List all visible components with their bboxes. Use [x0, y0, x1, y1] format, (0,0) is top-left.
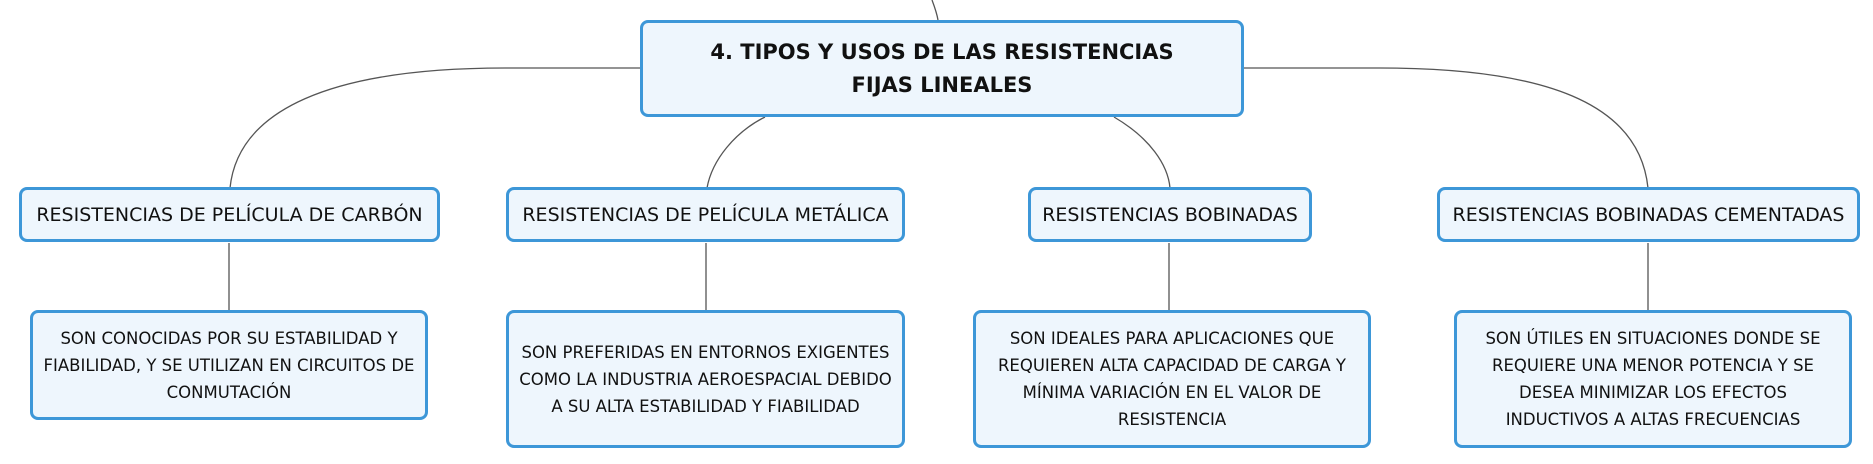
branch-cemented-wirewound[interactable]: RESISTENCIAS BOBINADAS CEMENTADAS	[1437, 187, 1860, 242]
branch-metal-film[interactable]: RESISTENCIAS DE PELÍCULA METÁLICA	[506, 187, 905, 242]
detail-text: SON ÚTILES EN SITUACIONES DONDE SE REQUI…	[1485, 329, 1821, 429]
branch-label: RESISTENCIAS BOBINADAS CEMENTADAS	[1452, 203, 1845, 226]
detail-text: SON PREFERIDAS EN ENTORNOS EXIGENTES COM…	[519, 342, 892, 416]
detail-text: SON CONOCIDAS POR SU ESTABILIDAD Y FIABI…	[43, 328, 415, 402]
central-topic-label: 4. TIPOS Y USOS DE LAS RESISTENCIAS FIJA…	[710, 39, 1174, 97]
detail-cemented-wirewound[interactable]: SON ÚTILES EN SITUACIONES DONDE SE REQUI…	[1454, 310, 1852, 448]
detail-metal-film[interactable]: SON PREFERIDAS EN ENTORNOS EXIGENTES COM…	[506, 310, 905, 448]
detail-text: SON IDEALES PARA APLICACIONES QUE REQUIE…	[997, 329, 1347, 429]
connector-root-to-branch-2	[706, 116, 766, 189]
connector-root-to-branch-3	[1113, 116, 1171, 189]
central-topic[interactable]: 4. TIPOS Y USOS DE LAS RESISTENCIAS FIJA…	[640, 20, 1244, 117]
branch-label: RESISTENCIAS DE PELÍCULA DE CARBÓN	[36, 203, 423, 226]
detail-wirewound[interactable]: SON IDEALES PARA APLICACIONES QUE REQUIE…	[973, 310, 1371, 448]
branch-label: RESISTENCIAS BOBINADAS	[1042, 203, 1298, 226]
connector-root-to-branch-1	[229, 67, 640, 189]
connector-root-to-branch-4	[1244, 67, 1649, 189]
connector-parent-to-root	[931, 0, 939, 21]
branch-wirewound[interactable]: RESISTENCIAS BOBINADAS	[1028, 187, 1312, 242]
branch-carbon-film[interactable]: RESISTENCIAS DE PELÍCULA DE CARBÓN	[19, 187, 440, 242]
detail-carbon-film[interactable]: SON CONOCIDAS POR SU ESTABILIDAD Y FIABI…	[30, 310, 428, 420]
branch-label: RESISTENCIAS DE PELÍCULA METÁLICA	[522, 203, 889, 226]
